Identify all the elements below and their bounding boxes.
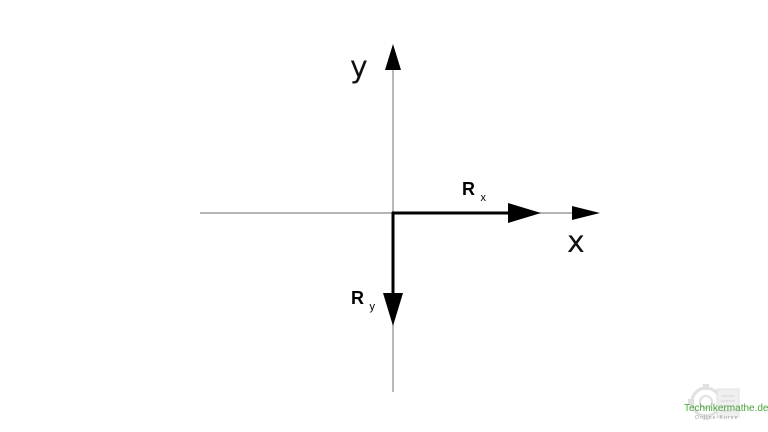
x-axis-label: x [567,225,585,260]
y-axis-arrowhead [385,44,401,70]
rx-label-subscript: x [480,192,486,204]
ry-vector-label: R y [351,288,375,313]
ry-label-base: R [351,288,364,308]
rx-vector-label: R x [462,179,486,204]
y-axis-label: y [350,50,368,85]
ry-vector-arrowhead [383,293,403,326]
document-icon [716,388,740,418]
rx-vector-arrowhead [508,203,541,223]
rx-label-base: R [462,179,475,199]
x-axis-arrowhead [572,206,600,220]
watermark-logo [688,384,740,420]
watermark-site-name: Technikermathe.de [684,403,768,414]
watermark-tagline: Online-Kurse [695,415,739,421]
ry-label-subscript: y [369,301,375,313]
